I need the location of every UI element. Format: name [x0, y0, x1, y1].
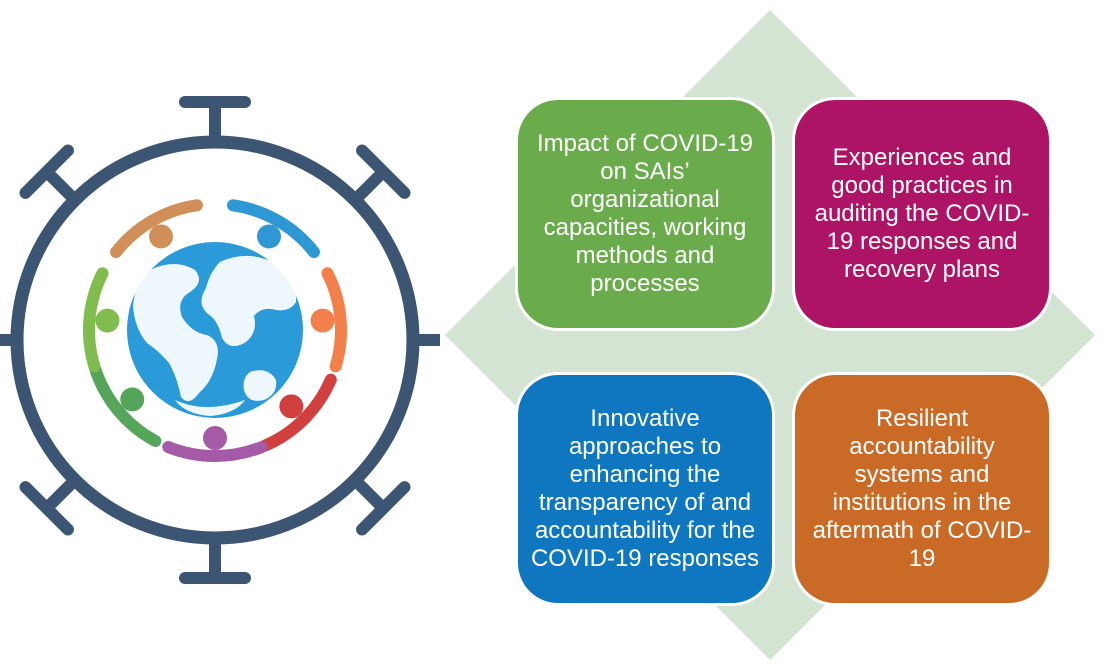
person-figure — [227, 199, 320, 259]
person-figure — [110, 199, 203, 259]
topic-box-resilient: Resilient accountability systems and ins… — [795, 375, 1049, 603]
globe-icon — [127, 242, 303, 418]
virus-spike — [0, 334, 17, 346]
topic-box-experiences: Experiences and good practices in auditi… — [795, 100, 1049, 328]
virus-spike — [350, 144, 411, 205]
topic-text-innovative: Innovative approaches to enhancing the t… — [530, 405, 760, 572]
person-figure — [83, 267, 120, 373]
virus-globe-people-icon — [0, 96, 440, 584]
person-figure — [162, 426, 268, 462]
virus-spike — [19, 475, 80, 536]
globe-land-antarctica — [175, 400, 245, 416]
person-figure — [89, 363, 162, 448]
virus-spike — [413, 334, 440, 346]
globe-land-americas — [133, 264, 218, 402]
topic-box-impact: Impact of COVID-19 on SAIs’ organization… — [518, 100, 772, 328]
topic-text-impact: Impact of COVID-19 on SAIs’ organization… — [536, 130, 754, 297]
virus-spike — [350, 475, 411, 536]
globe-land-south — [243, 370, 277, 401]
topic-text-resilient: Resilient accountability systems and ins… — [812, 405, 1032, 572]
virus-spikes — [0, 96, 440, 584]
topic-text-experiences: Experiences and good practices in auditi… — [814, 144, 1030, 283]
person-figure — [310, 267, 347, 373]
virus-spike — [179, 96, 251, 142]
virus-spike — [179, 538, 251, 584]
person-figure — [258, 373, 337, 452]
globe-land-eurasia — [201, 255, 297, 347]
virus-spike — [19, 144, 80, 205]
topic-box-innovative: Innovative approaches to enhancing the t… — [518, 375, 772, 603]
people-circle — [83, 199, 347, 462]
